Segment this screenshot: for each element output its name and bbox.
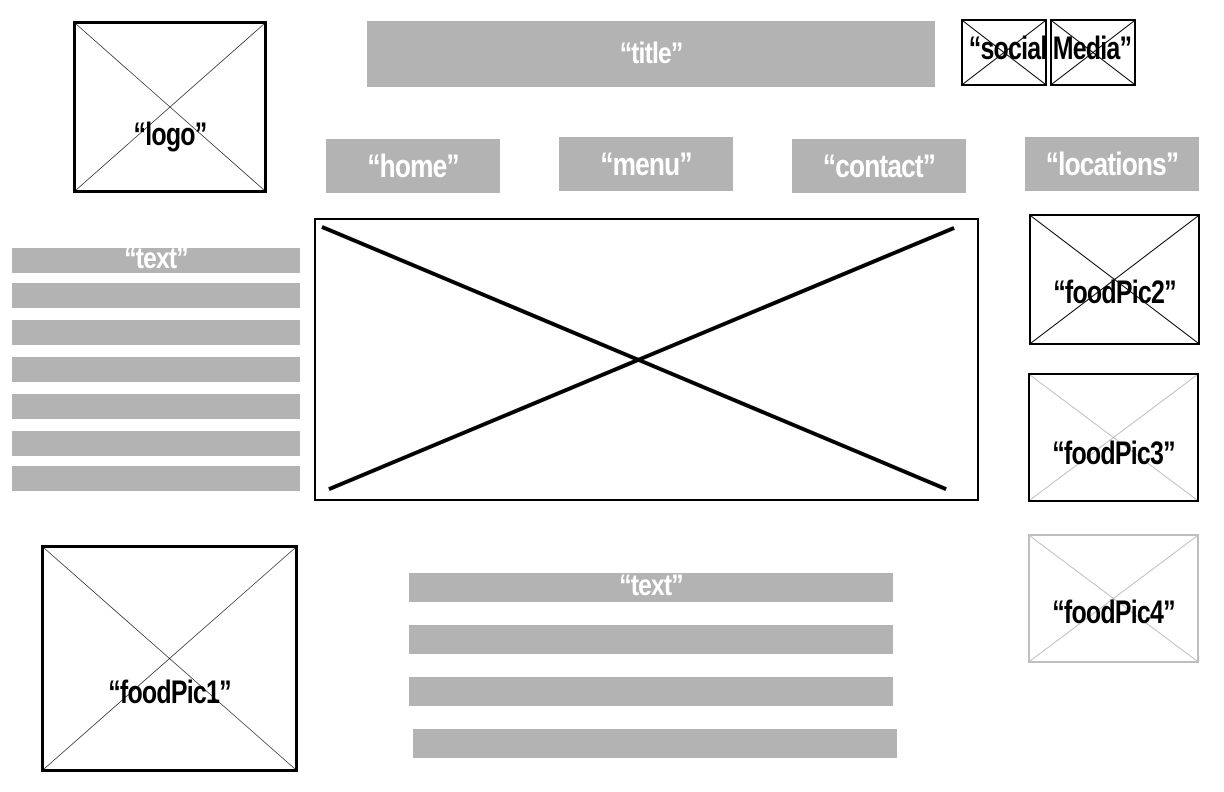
image-placeholder-icon [963,21,1045,84]
page-title-label: “title” [619,37,683,70]
bottom-text-line [413,729,897,758]
food-pic-3: “foodPic3” [1028,373,1199,502]
nav-locations-label: “locations” [1045,145,1179,182]
nav-contact-button[interactable]: “contact” [792,139,966,193]
nav-home-button[interactable]: “home” [326,139,500,193]
image-placeholder-icon [1030,536,1197,661]
food-pic-2-label: “foodPic2” [1053,274,1176,310]
image-placeholder-icon [1052,21,1134,84]
side-text-label: “text” [124,241,188,275]
food-pic-2: “foodPic2” [1029,214,1200,345]
nav-home-label: “home” [367,147,459,184]
social-media-icon-2[interactable] [1050,19,1136,86]
social-media-label: “social Media” [968,30,1132,66]
side-text-line [12,431,300,456]
side-text-line [12,394,300,419]
nav-locations-button[interactable]: “locations” [1025,137,1199,191]
nav-menu-button[interactable]: “menu” [559,137,733,191]
bottom-text-line [409,625,893,654]
image-placeholder-icon [44,548,295,769]
image-placeholder-icon [1030,375,1197,500]
bottom-text-line [409,677,893,706]
hero-image-placeholder [314,218,979,501]
image-placeholder-icon [1031,216,1198,343]
side-text-line [12,466,300,491]
side-text-line: “text” [12,242,300,275]
food-pic-3-label: “foodPic3” [1052,435,1175,471]
side-text-line [12,320,300,345]
food-pic-4: “foodPic4” [1028,534,1199,663]
logo-placeholder: “logo” [73,21,267,193]
bottom-text-label: “text” [619,568,683,602]
image-placeholder-icon [76,24,264,190]
image-placeholder-icon [321,225,955,491]
food-pic-4-label: “foodPic4” [1052,594,1175,630]
food-pic-1: “foodPic1” [41,545,298,772]
nav-contact-label: “contact” [822,147,936,184]
side-text-line [12,357,300,382]
page-title: “title” [367,21,935,87]
food-pic-1-label: “foodPic1” [108,674,231,710]
social-media-icon-1[interactable] [961,19,1047,86]
logo-label: “logo” [133,116,208,152]
bottom-text-line: “text” [409,569,893,602]
side-text-line [12,283,300,308]
nav-menu-label: “menu” [600,145,692,182]
